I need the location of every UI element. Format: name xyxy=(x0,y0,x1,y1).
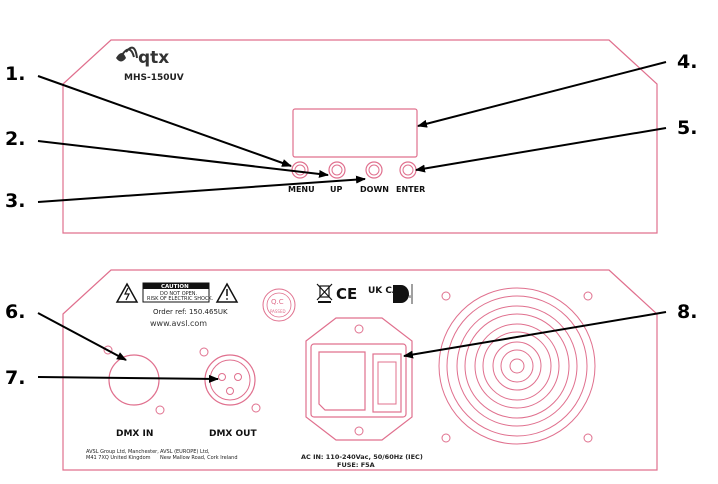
fuse-label: FUSE: F5A xyxy=(337,461,375,469)
order-ref: Order ref: 150.465UK xyxy=(153,308,228,316)
ce-mark: CE xyxy=(336,285,357,303)
callout-2: 2. xyxy=(5,128,25,150)
distance-mark-icon: 0.5m xyxy=(393,284,413,304)
ukca-mark: UK CA xyxy=(368,286,399,296)
down-button[interactable] xyxy=(365,161,383,179)
callout-1: 1. xyxy=(5,63,25,85)
model-name: MHS-150UV xyxy=(124,73,184,83)
ac-in-label: AC IN: 110-240Vac, 50/60Hz (IEC) xyxy=(301,453,423,461)
menu-label: MENU xyxy=(288,185,315,194)
callout-4: 4. xyxy=(677,51,697,73)
qc-sub: PASSED xyxy=(270,309,286,314)
brand-name: qtx xyxy=(138,48,169,68)
qc-label: Q.C xyxy=(271,298,284,306)
dmx-in-label: DMX IN xyxy=(116,429,153,439)
up-label: UP xyxy=(330,185,342,194)
up-button[interactable] xyxy=(328,161,346,179)
callout-3: 3. xyxy=(5,190,25,212)
distance-mark: 0.5m xyxy=(401,294,411,299)
down-label: DOWN xyxy=(360,185,389,194)
callout-8: 8. xyxy=(677,301,697,323)
rear-panel: CAUTION DO NOT OPEN. RISK OF ELECTRIC SH… xyxy=(62,269,658,471)
electric-warning-icon xyxy=(115,282,139,303)
callout-lines xyxy=(37,61,667,383)
address-eu-line2: New Mallow Road, Cork Ireland xyxy=(160,455,238,461)
dmx-in-connector[interactable] xyxy=(103,345,165,415)
caution-line1: DO NOT OPEN. xyxy=(160,291,198,297)
enter-label: ENTER xyxy=(396,185,425,194)
svg-text:UK CA: UK CA xyxy=(368,286,399,296)
weee-bin-icon xyxy=(316,283,333,303)
dmx-out-connector[interactable] xyxy=(199,347,261,413)
callout-7: 7. xyxy=(5,367,25,389)
menu-button[interactable] xyxy=(291,161,309,179)
enter-button[interactable] xyxy=(399,161,417,179)
fuse-holder[interactable] xyxy=(372,353,402,413)
caution-line2: RISK OF ELECTRIC SHOCK. xyxy=(147,296,214,302)
iec-power-inlet[interactable] xyxy=(305,317,413,441)
address-uk-line1: AVSL Group Ltd, Manchester, xyxy=(86,449,159,455)
fan-grille xyxy=(438,287,596,445)
dmx-out-label: DMX OUT xyxy=(209,429,257,439)
qc-passed-sticker: Q.C PASSED xyxy=(262,288,296,322)
address-eu-line1: AVSL (EUROPE) Ltd, xyxy=(160,449,210,455)
exclamation-warning-icon xyxy=(215,282,239,303)
qtx-logo-icon xyxy=(116,46,138,62)
lcd-display xyxy=(292,108,418,158)
caution-title: CAUTION xyxy=(161,284,189,290)
callout-6: 6. xyxy=(5,301,25,323)
address-uk-line2: M41 7XQ United Kingdom xyxy=(86,455,151,461)
callout-5: 5. xyxy=(677,117,697,139)
caution-label: CAUTION DO NOT OPEN. RISK OF ELECTRIC SH… xyxy=(142,282,214,303)
website: www.avsl.com xyxy=(150,319,207,328)
front-panel: qtx MHS-150UV MENU UP DOWN ENTER xyxy=(62,39,658,234)
